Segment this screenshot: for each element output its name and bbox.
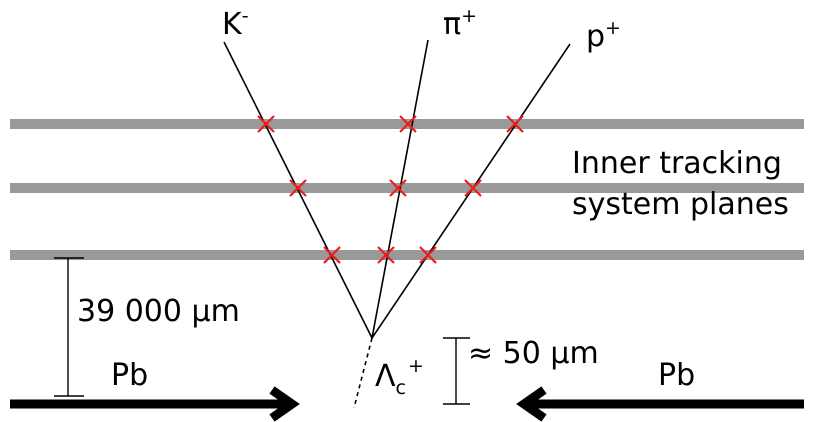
plane-spacing-scale bbox=[54, 257, 84, 397]
hit-marker bbox=[257, 115, 275, 133]
hit-marker bbox=[389, 179, 407, 197]
hit-marker bbox=[323, 246, 341, 264]
decay-length-scale bbox=[443, 337, 470, 405]
hit-marker bbox=[419, 246, 437, 264]
plane-spacing-label: 39 000 µm bbox=[77, 294, 240, 329]
primary-flight-path bbox=[353, 337, 373, 409]
kaon-track bbox=[223, 41, 373, 339]
kaon-label: K- bbox=[222, 5, 249, 42]
pion-label: π+ bbox=[443, 5, 477, 42]
hit-marker bbox=[506, 115, 524, 133]
left-beam-arrow bbox=[10, 386, 300, 422]
hit-marker bbox=[377, 246, 395, 264]
hit-marker bbox=[289, 179, 307, 197]
proton-label: p+ bbox=[586, 17, 621, 54]
hit-marker bbox=[464, 179, 482, 197]
hit-markers bbox=[257, 115, 524, 264]
decay-length-label: ≈ 50 µm bbox=[468, 336, 599, 371]
right-beam-arrow bbox=[516, 386, 804, 422]
right-beam-label: Pb bbox=[658, 358, 695, 393]
planes-label-line1: Inner tracking bbox=[572, 146, 782, 181]
lambda-c-label: Λc+ bbox=[375, 355, 424, 399]
left-beam-label: Pb bbox=[111, 358, 148, 393]
hit-marker bbox=[399, 115, 417, 133]
planes-label-line2: system planes bbox=[572, 187, 789, 222]
